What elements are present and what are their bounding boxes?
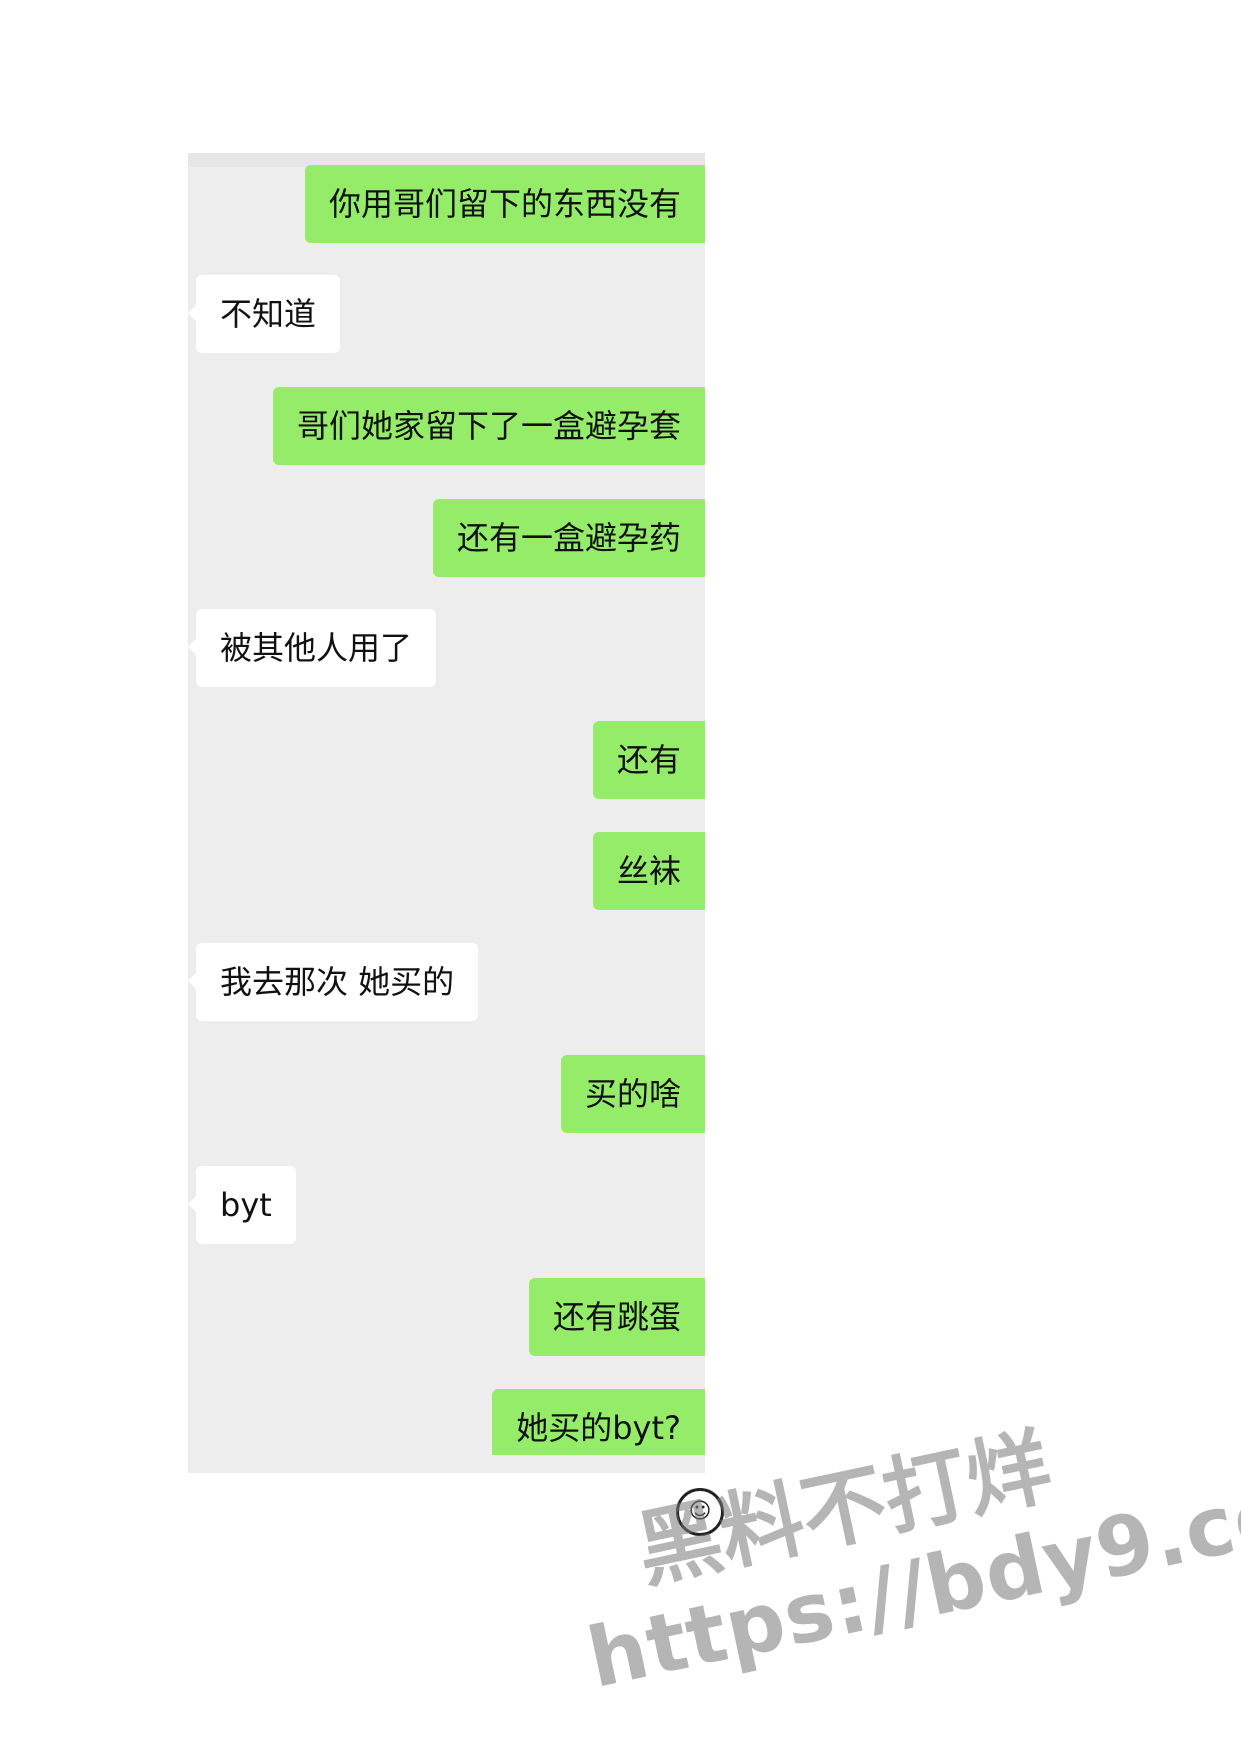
watermark-line-1: 黑料不打烊 [628, 1417, 1060, 1601]
message-outgoing[interactable]: 丝袜 [592, 832, 705, 910]
message-incoming[interactable]: 我去那次 她买的 [188, 943, 479, 1021]
message-outgoing[interactable]: 哥们她家留下了一盒避孕套 [272, 387, 705, 465]
message-incoming[interactable]: 被其他人用了 [188, 609, 437, 687]
emoji-icon[interactable]: ☺ [676, 1488, 724, 1536]
message-outgoing[interactable]: 买的啥 [560, 1055, 705, 1133]
message-outgoing[interactable]: 还有一盒避孕药 [432, 499, 705, 577]
message-outgoing[interactable]: 她买的byt? [492, 1389, 705, 1455]
message-incoming[interactable]: 不知道 [188, 275, 341, 353]
message-outgoing[interactable]: 还有跳蛋 [528, 1278, 705, 1356]
message-incoming[interactable]: byt [188, 1166, 296, 1244]
message-outgoing[interactable]: 你用哥们留下的东西没有 [304, 165, 705, 243]
chat-message-list[interactable]: 你用哥们留下的东西没有 不知道 哥们她家留下了一盒避孕套 还有一盒避孕药 被其他… [188, 153, 705, 1473]
chat-top-strip [188, 153, 705, 167]
message-outgoing[interactable]: 还有 [592, 721, 705, 799]
input-bar[interactable] [188, 1473, 658, 1754]
